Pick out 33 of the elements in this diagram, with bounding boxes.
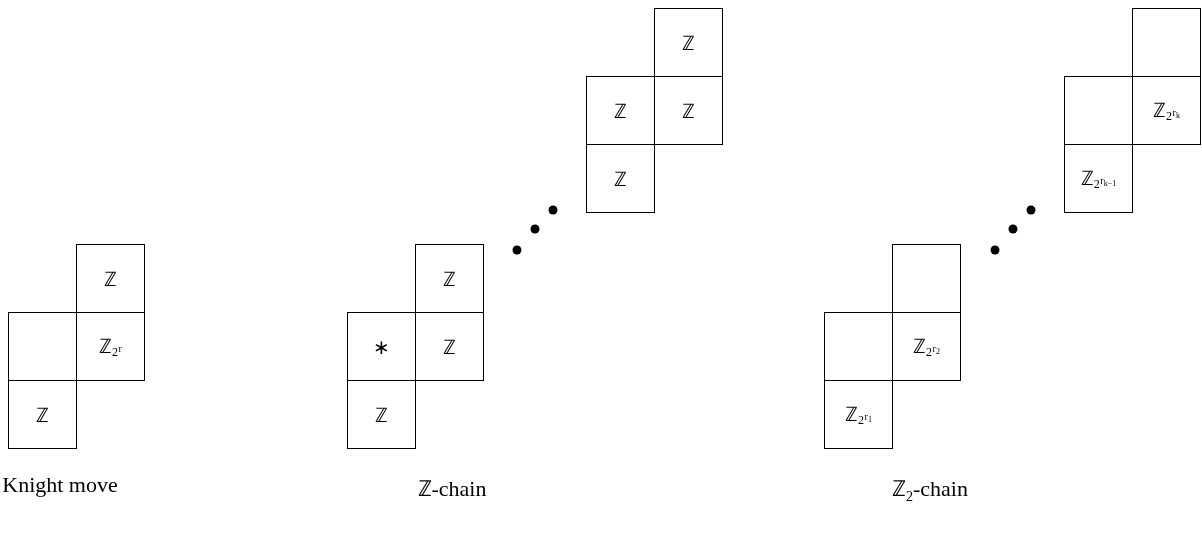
- empty-grid-cell: [892, 244, 961, 313]
- grid-cell: [347, 312, 416, 381]
- grid-cell: [76, 312, 145, 381]
- grid-cell: [347, 380, 416, 449]
- grid-cell: [415, 244, 484, 313]
- cell-label: ℤ: [443, 268, 456, 289]
- grid-cell: [76, 244, 145, 313]
- grid-cell: [586, 76, 655, 145]
- cell-label: ∗: [373, 336, 390, 357]
- grid-cell: [654, 76, 723, 145]
- grid-cell: [415, 312, 484, 381]
- grid-cell: [8, 380, 77, 449]
- grid-cell: [654, 8, 723, 77]
- grid-cell: [1132, 76, 1201, 145]
- cell-label: ℤ: [614, 168, 627, 189]
- grid-cell: [892, 312, 961, 381]
- grid-cell: [1064, 144, 1133, 213]
- cell-label: ℤ: [682, 100, 695, 121]
- caption: Knight move: [2, 472, 118, 498]
- empty-grid-cell: [8, 312, 77, 381]
- cell-label: ℤ: [614, 100, 627, 121]
- empty-grid-cell: [1064, 76, 1133, 145]
- cell-label: ℤ: [104, 268, 117, 289]
- grid-cell: [586, 144, 655, 213]
- empty-grid-cell: [1132, 8, 1201, 77]
- caption: ℤ-chain: [417, 475, 487, 502]
- caption: ℤ$_{2}$-chain: [892, 475, 968, 506]
- cell-label: ℤ: [682, 32, 695, 53]
- cell-label: ℤ: [36, 404, 49, 425]
- empty-grid-cell: [824, 312, 893, 381]
- cell-label: ℤ: [375, 404, 388, 425]
- cell-label: ℤ: [443, 336, 456, 357]
- grid-cell: [824, 380, 893, 449]
